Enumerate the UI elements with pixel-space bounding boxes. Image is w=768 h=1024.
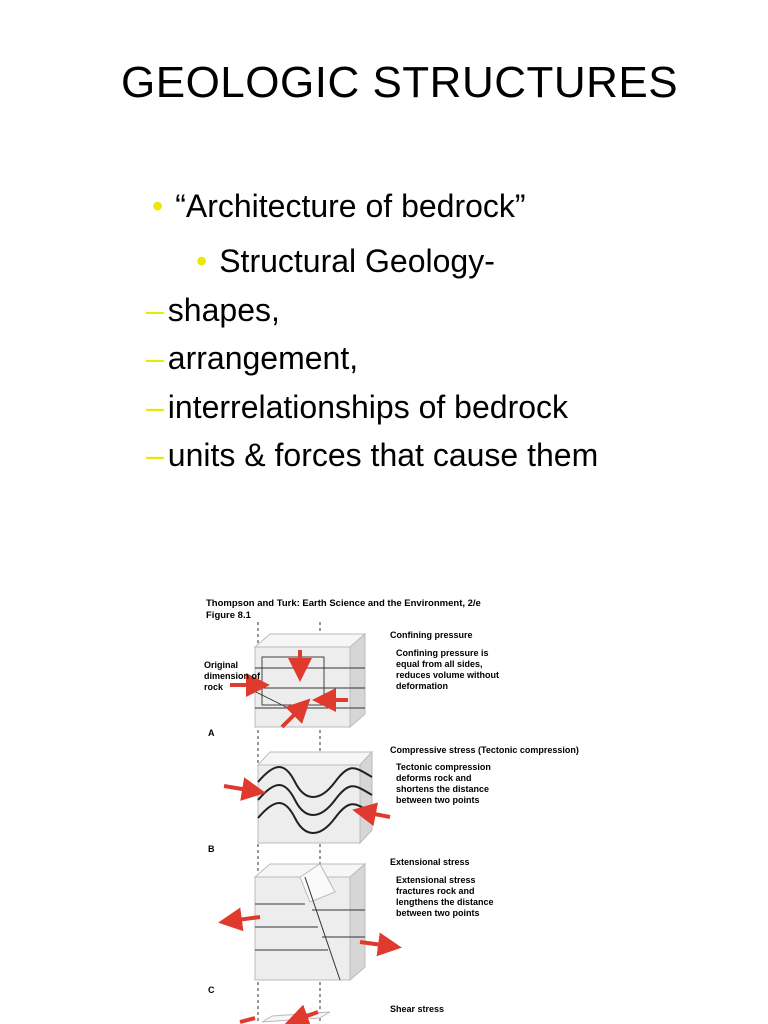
dash-icon: –: [146, 389, 164, 425]
panel-c-letter: C: [208, 985, 215, 995]
block-extensional-stress: [218, 862, 402, 982]
sub-item: –arrangement,: [146, 340, 358, 377]
bullet-dot-icon: •: [152, 188, 164, 224]
arrow-icon: [239, 1016, 256, 1024]
panel-b-description: Tectonic compression deforms rock and sh…: [396, 762, 491, 805]
dash-icon: –: [146, 340, 164, 376]
panel-b-letter: B: [208, 844, 215, 854]
arrow-right-icon: [359, 932, 402, 957]
sub-item: –interrelationships of bedrock: [146, 389, 568, 426]
sub-item-text: interrelationships of bedrock: [167, 389, 569, 425]
arrow-left-icon: [218, 907, 261, 932]
bullet-structural-geology: • Structural Geology-: [196, 243, 495, 280]
slide-title: GEOLOGIC STRUCTURES: [121, 58, 679, 107]
block-confining-pressure: [230, 632, 367, 729]
block-compressive-stress: [223, 750, 391, 845]
arrow-left-icon: [284, 1004, 319, 1024]
arrow-right-icon: [223, 777, 266, 801]
bullet-dot-icon: •: [196, 243, 208, 279]
stress-figure: Thompson and Turk: Earth Science and the…: [200, 592, 590, 1024]
dash-icon: –: [146, 292, 164, 328]
sub-item-text: shapes,: [167, 292, 280, 328]
arrow-left-icon: [352, 802, 391, 827]
sub-item-text: units & forces that cause them: [167, 437, 599, 473]
panel-c-description: Extensional stress fractures rock and le…: [396, 875, 494, 918]
sub-item: –units & forces that cause them: [146, 437, 598, 474]
arrow-up-icon: [280, 698, 311, 729]
panel-c-heading: Extensional stress: [390, 857, 470, 867]
panel-d-heading: Shear stress: [390, 1004, 445, 1014]
original-dimension-label: Original dimension of rock: [204, 660, 260, 692]
sub-item: –shapes,: [146, 292, 280, 329]
figure-credit: Thompson and Turk: Earth Science and the…: [206, 598, 481, 621]
dash-icon: –: [146, 437, 164, 473]
block-shear-stress: [239, 1004, 331, 1024]
bullet-text: “Architecture of bedrock”: [175, 188, 526, 224]
panel-a-description: Confining pressure is equal from all sid…: [396, 648, 500, 691]
bullet-architecture: • “Architecture of bedrock”: [152, 188, 526, 225]
panel-a-letter: A: [208, 728, 215, 738]
panel-a-heading: Confining pressure: [390, 630, 473, 640]
panel-b-heading: Compressive stress (Tectonic compression…: [390, 745, 579, 755]
sub-item-text: arrangement,: [167, 340, 359, 376]
stress-diagram: [218, 622, 402, 1024]
bullet-text: Structural Geology-: [219, 243, 495, 279]
